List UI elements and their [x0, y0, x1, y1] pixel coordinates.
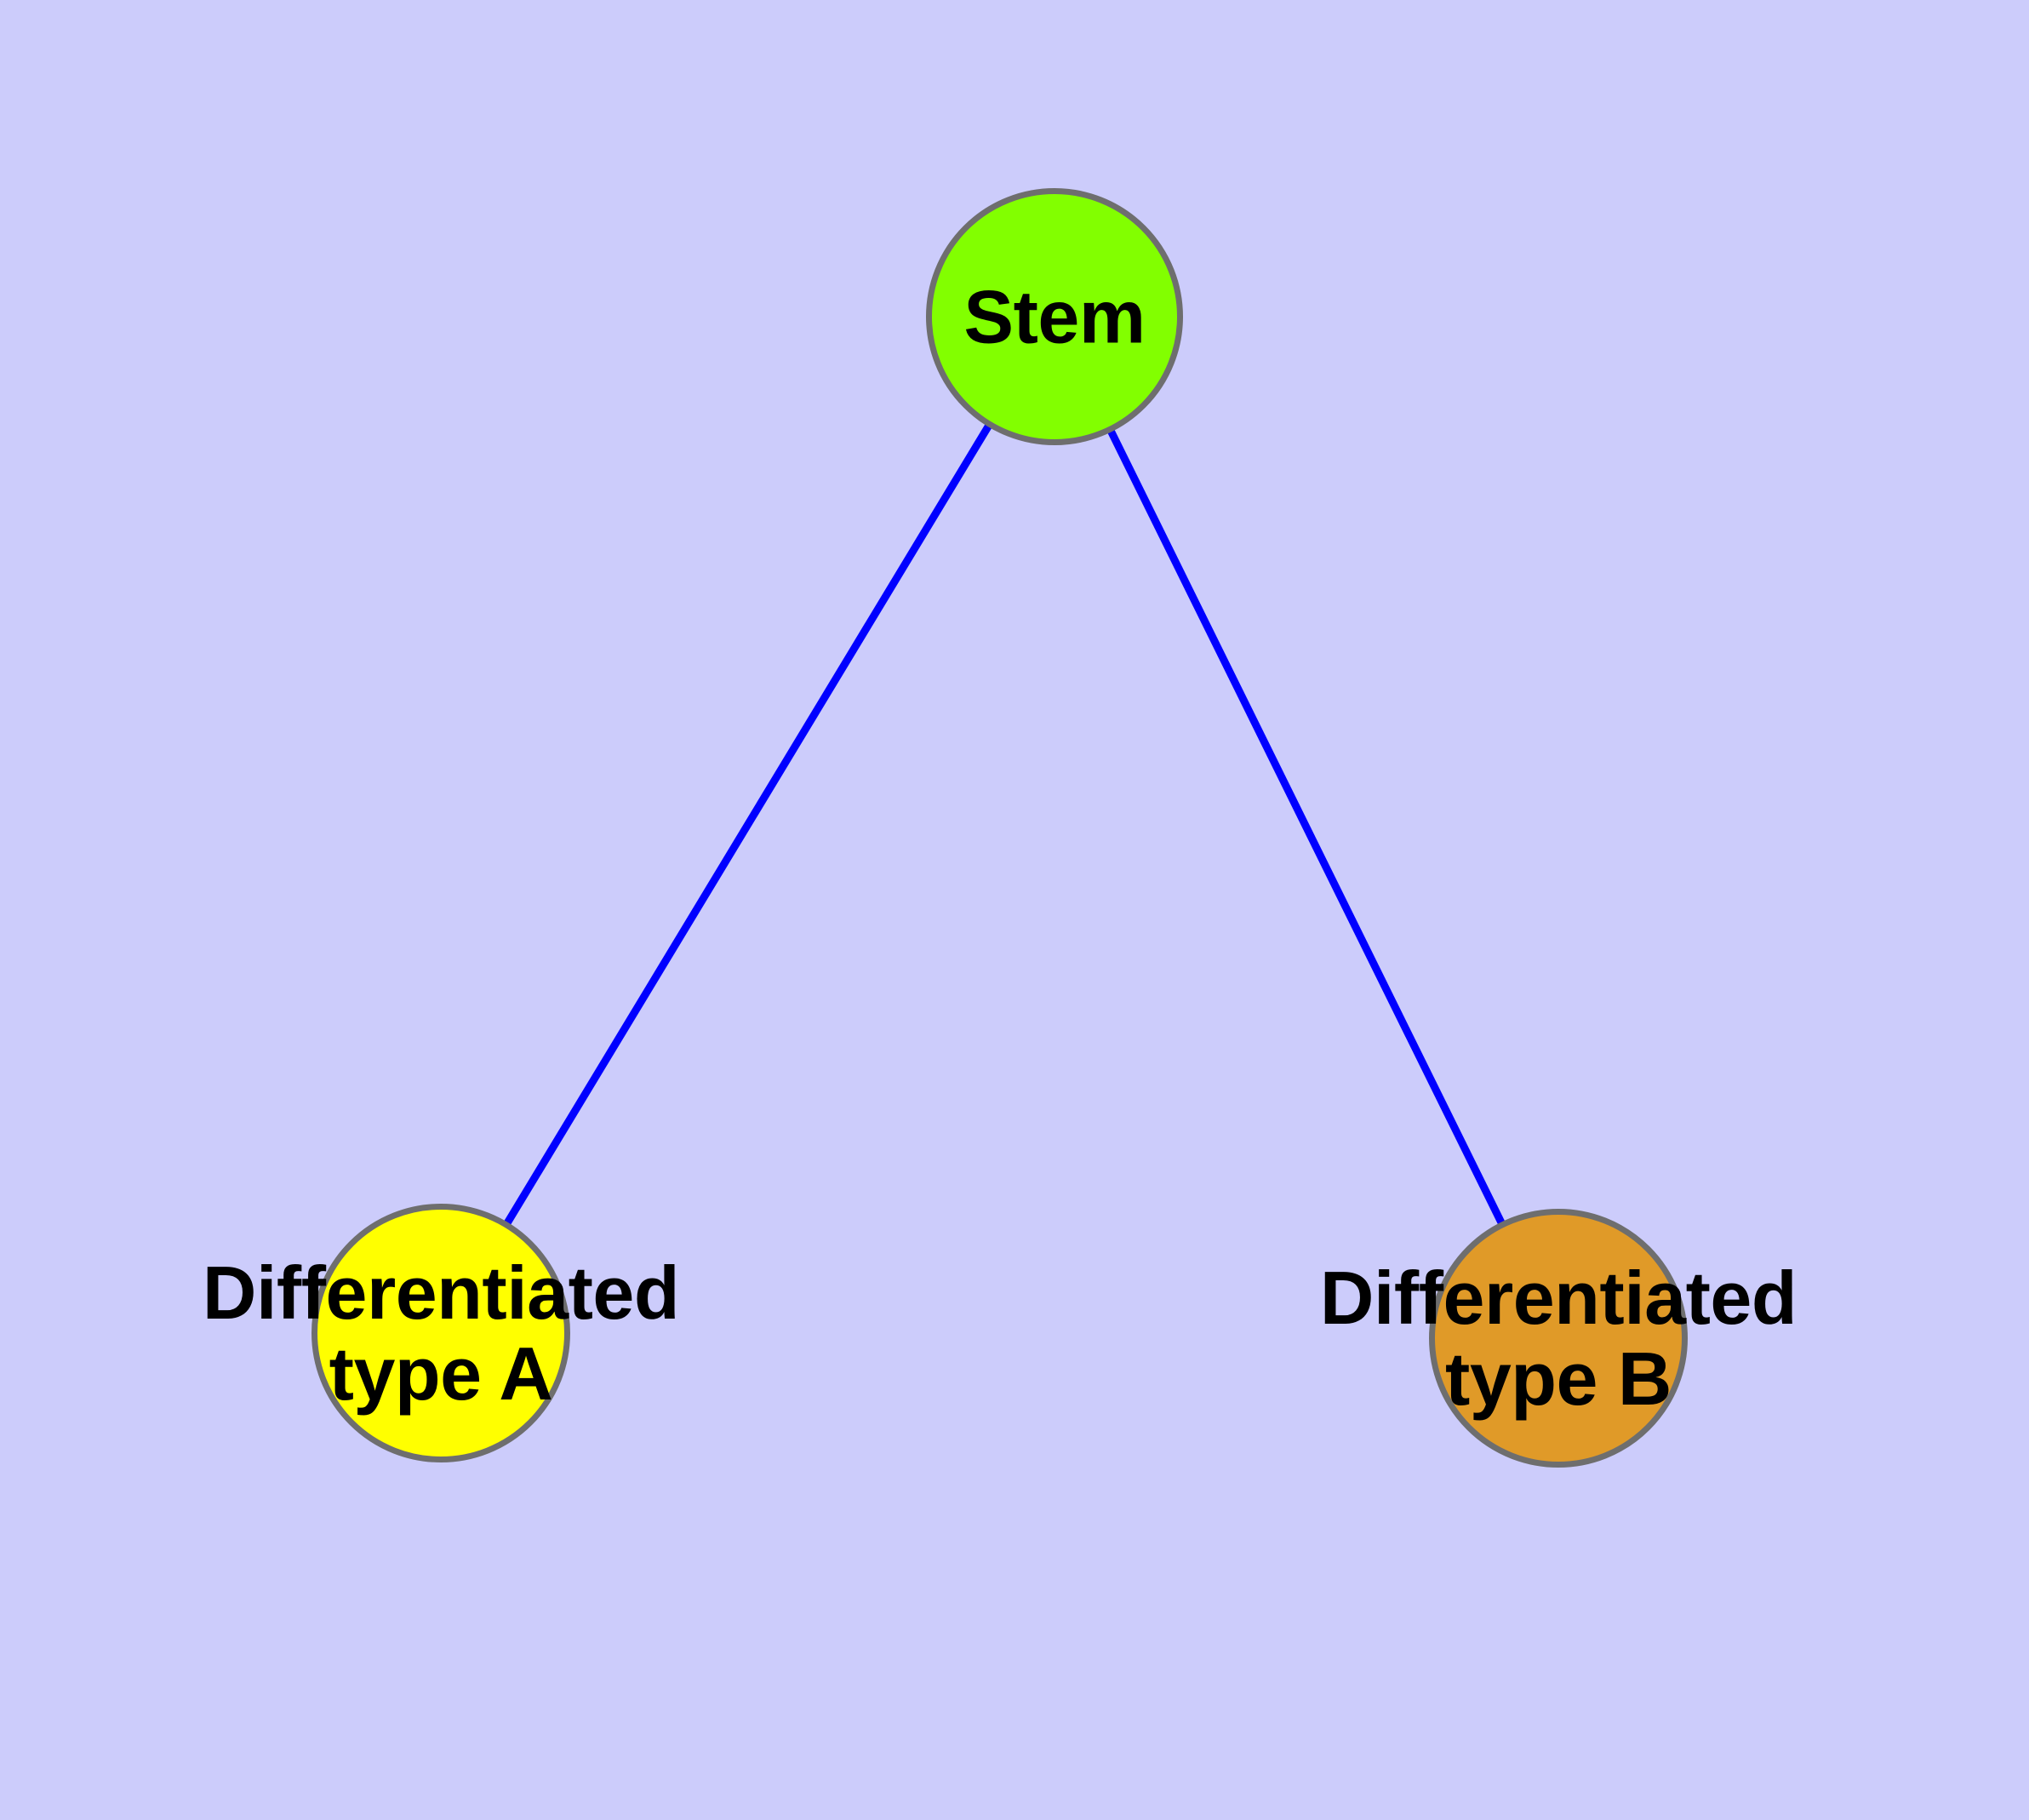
- node-differentiated-type-b[interactable]: [1429, 1209, 1688, 1468]
- edge-stem-to-diff-a: [503, 423, 992, 1226]
- edge-group: [503, 423, 1506, 1226]
- node-stem[interactable]: [926, 188, 1183, 445]
- node-differentiated-type-a[interactable]: [311, 1204, 570, 1462]
- edge-stem-to-diff-b: [1106, 428, 1506, 1226]
